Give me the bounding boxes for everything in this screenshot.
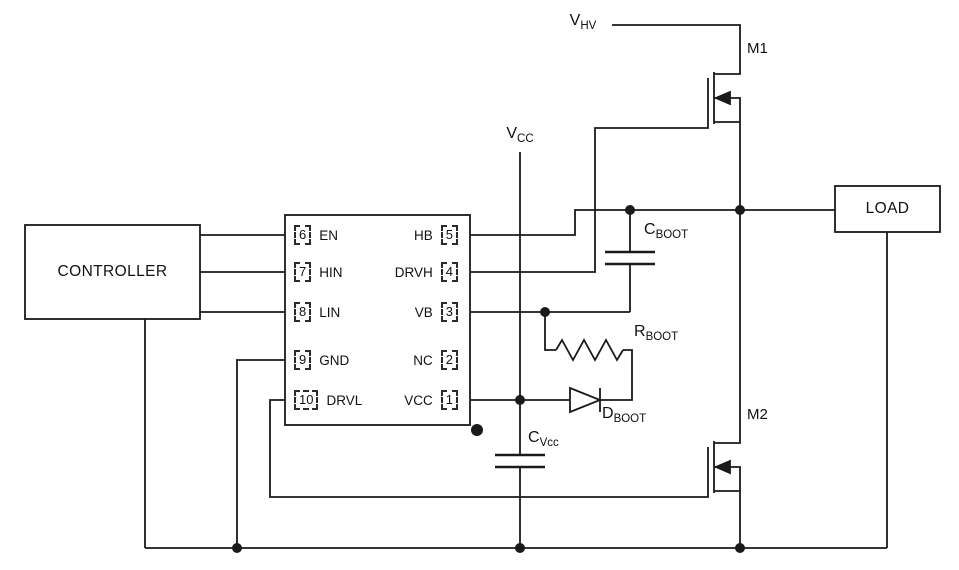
pin-number-box: 5	[440, 225, 458, 245]
dboot-label: DBOOT	[602, 405, 646, 426]
wire-drvl	[269, 399, 700, 498]
wire-hb-switch-node	[470, 209, 835, 236]
cboot-capacitor	[605, 250, 655, 266]
pin-number-box: 7	[294, 262, 312, 282]
vcc-sub: CC	[517, 133, 534, 146]
cvcc-sub: Vcc	[539, 437, 559, 450]
pin-number-box: 3	[440, 302, 458, 322]
junction-halfbridge-midpoint	[735, 205, 745, 215]
vhv-supply-label: VHV	[556, 12, 610, 33]
ic-box	[284, 214, 471, 426]
m2-gate	[700, 447, 709, 498]
wire-gnd-pin	[236, 359, 285, 548]
junction-gnd-rail-1	[232, 543, 242, 553]
pin-name: EN	[319, 227, 338, 243]
junction-vb-rboot	[540, 307, 550, 317]
vhv-sub: HV	[580, 20, 597, 33]
ic-pin-vcc: VCC 1	[330, 389, 458, 411]
rboot-lead-out	[600, 349, 633, 401]
wire-drvh	[470, 127, 700, 273]
cboot-main: C	[644, 221, 656, 238]
junction-gnd-rail-2	[515, 543, 525, 553]
pin-number-box: 9	[294, 350, 312, 370]
m1-body-arrow	[713, 90, 731, 106]
ic-pin-hb: HB 5	[330, 224, 458, 246]
rboot-resistor	[555, 338, 624, 362]
pin-name: GND	[319, 352, 350, 368]
controller-label: CONTROLLER	[57, 263, 168, 280]
ic-pin-hin: 7 HIN	[294, 261, 342, 283]
pin-name: DRVH	[394, 264, 433, 280]
cboot-label: CBOOT	[644, 221, 688, 242]
ic-pin-vb: VB 3	[330, 301, 458, 323]
wire-vhv-m1-drain	[612, 24, 741, 75]
load-label: LOAD	[865, 200, 910, 217]
ic-pin-drvl: 10 DRVL	[294, 389, 362, 411]
m1-gate	[700, 78, 709, 129]
m2-body-arrow	[713, 459, 731, 475]
pin-number-box: 2	[440, 350, 458, 370]
pin-name: DRVL	[326, 392, 363, 408]
junction-gnd-rail-3	[735, 543, 745, 553]
pin-name: VB	[414, 304, 433, 320]
cvcc-label: CVcc	[528, 429, 559, 450]
pin-name: HB	[414, 227, 433, 243]
rboot-label: RBOOT	[634, 323, 678, 344]
m1-label: M1	[747, 40, 768, 57]
pin-name: VCC	[404, 392, 433, 408]
m2-label: M2	[747, 406, 768, 423]
ic-pin-gnd: 9 GND	[294, 349, 349, 371]
m2-body-source	[714, 466, 741, 548]
dboot-main: D	[602, 405, 614, 422]
pin-number-box: 1	[440, 390, 458, 410]
ic-pin-drvh: DRVH 4	[330, 261, 458, 283]
pin-number-box: 8	[294, 302, 312, 322]
junction-dots	[232, 205, 745, 553]
pin-number-box: 4	[440, 262, 458, 282]
ic-pin-nc: NC 2	[330, 349, 458, 371]
m2-drain	[714, 210, 741, 444]
pin-name: NC	[413, 352, 433, 368]
vcc-main: V	[506, 125, 518, 142]
cvcc-capacitor	[495, 453, 545, 469]
cboot-sub: BOOT	[655, 229, 689, 242]
pin1-indicator-dot	[471, 424, 483, 436]
ic-pin-en: 6 EN	[294, 224, 338, 246]
junction-cboot-switchnode	[625, 205, 635, 215]
rboot-main: R	[634, 323, 646, 340]
junction-vcc-pin	[515, 395, 525, 405]
rboot-sub: BOOT	[645, 331, 679, 344]
vcc-supply-label: VCC	[492, 125, 548, 146]
vhv-main: V	[569, 12, 581, 29]
cvcc-main: C	[528, 429, 540, 446]
ic-pin-lin: 8 LIN	[294, 301, 340, 323]
dboot-sub: BOOT	[613, 413, 647, 426]
pin-name: LIN	[319, 304, 341, 320]
rboot-lead-in	[544, 312, 556, 351]
pin-number-box: 6	[294, 225, 312, 245]
pin-number-box: 10	[294, 390, 319, 410]
dboot-diode-triangle	[569, 386, 603, 414]
pin-name: HIN	[319, 264, 343, 280]
m1-body-source	[714, 97, 741, 210]
